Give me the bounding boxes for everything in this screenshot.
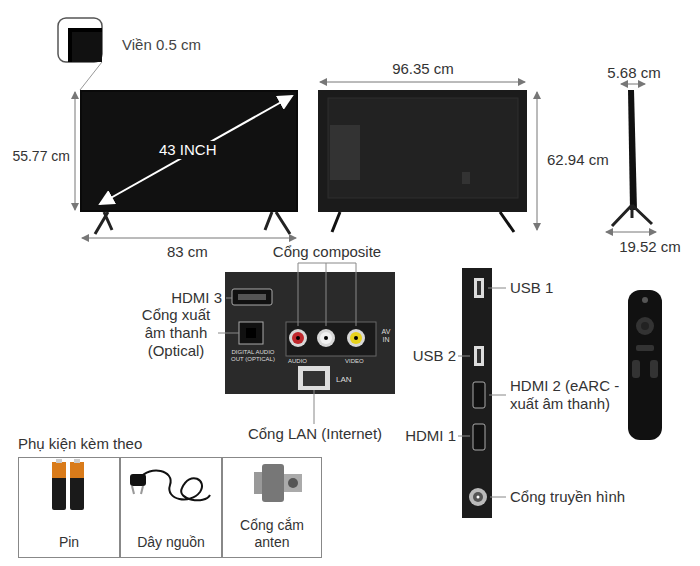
dimension-label: 19.52 cm (605, 238, 695, 256)
panel-marking: LAN (336, 375, 352, 385)
port-label: Cổng composite (257, 243, 397, 261)
port-label: HDMI 3 (150, 289, 222, 307)
port-label: HDMI 1 (390, 427, 456, 445)
accessory-cell: Pin (18, 457, 120, 558)
panel-marking: AV IN (378, 328, 394, 345)
port-label: HDMI 2 (eARC - xuất âm thanh) (510, 377, 628, 413)
accessory-cell: Cổng cắm anten (222, 457, 322, 558)
port-label: Cổng truyền hình (510, 488, 660, 506)
port-label: Cổng LAN (Internet) (240, 425, 390, 443)
dimension-label: 5.68 cm (604, 64, 664, 82)
panel-marking: DIGITAL AUDIO OUT (OPTICAL) (228, 349, 278, 363)
panel-marking: AUDIO (288, 358, 307, 365)
port-label: USB 1 (510, 279, 553, 297)
accessory-name: Cổng cắm anten (223, 517, 321, 557)
dimension-label: 55.77 cm (2, 148, 70, 165)
accessory-cell: Dây nguồn (120, 457, 222, 558)
section-heading: Phụ kiện kèm theo (18, 435, 142, 453)
dimension-label: 83 cm (167, 243, 208, 261)
panel-marking: VIDEO (345, 358, 364, 365)
port-label: Cổng xuất âm thanh (Optical) (136, 306, 216, 360)
dimension-label: Viền 0.5 cm (122, 36, 201, 54)
dimension-label: 62.94 cm (547, 151, 609, 169)
screen-size-label: 43 INCH (156, 141, 220, 159)
accessory-name: Dây nguồn (133, 534, 209, 557)
dimension-label: 96.35 cm (383, 60, 463, 78)
accessory-name: Pin (55, 534, 83, 557)
port-label: USB 2 (390, 347, 456, 365)
